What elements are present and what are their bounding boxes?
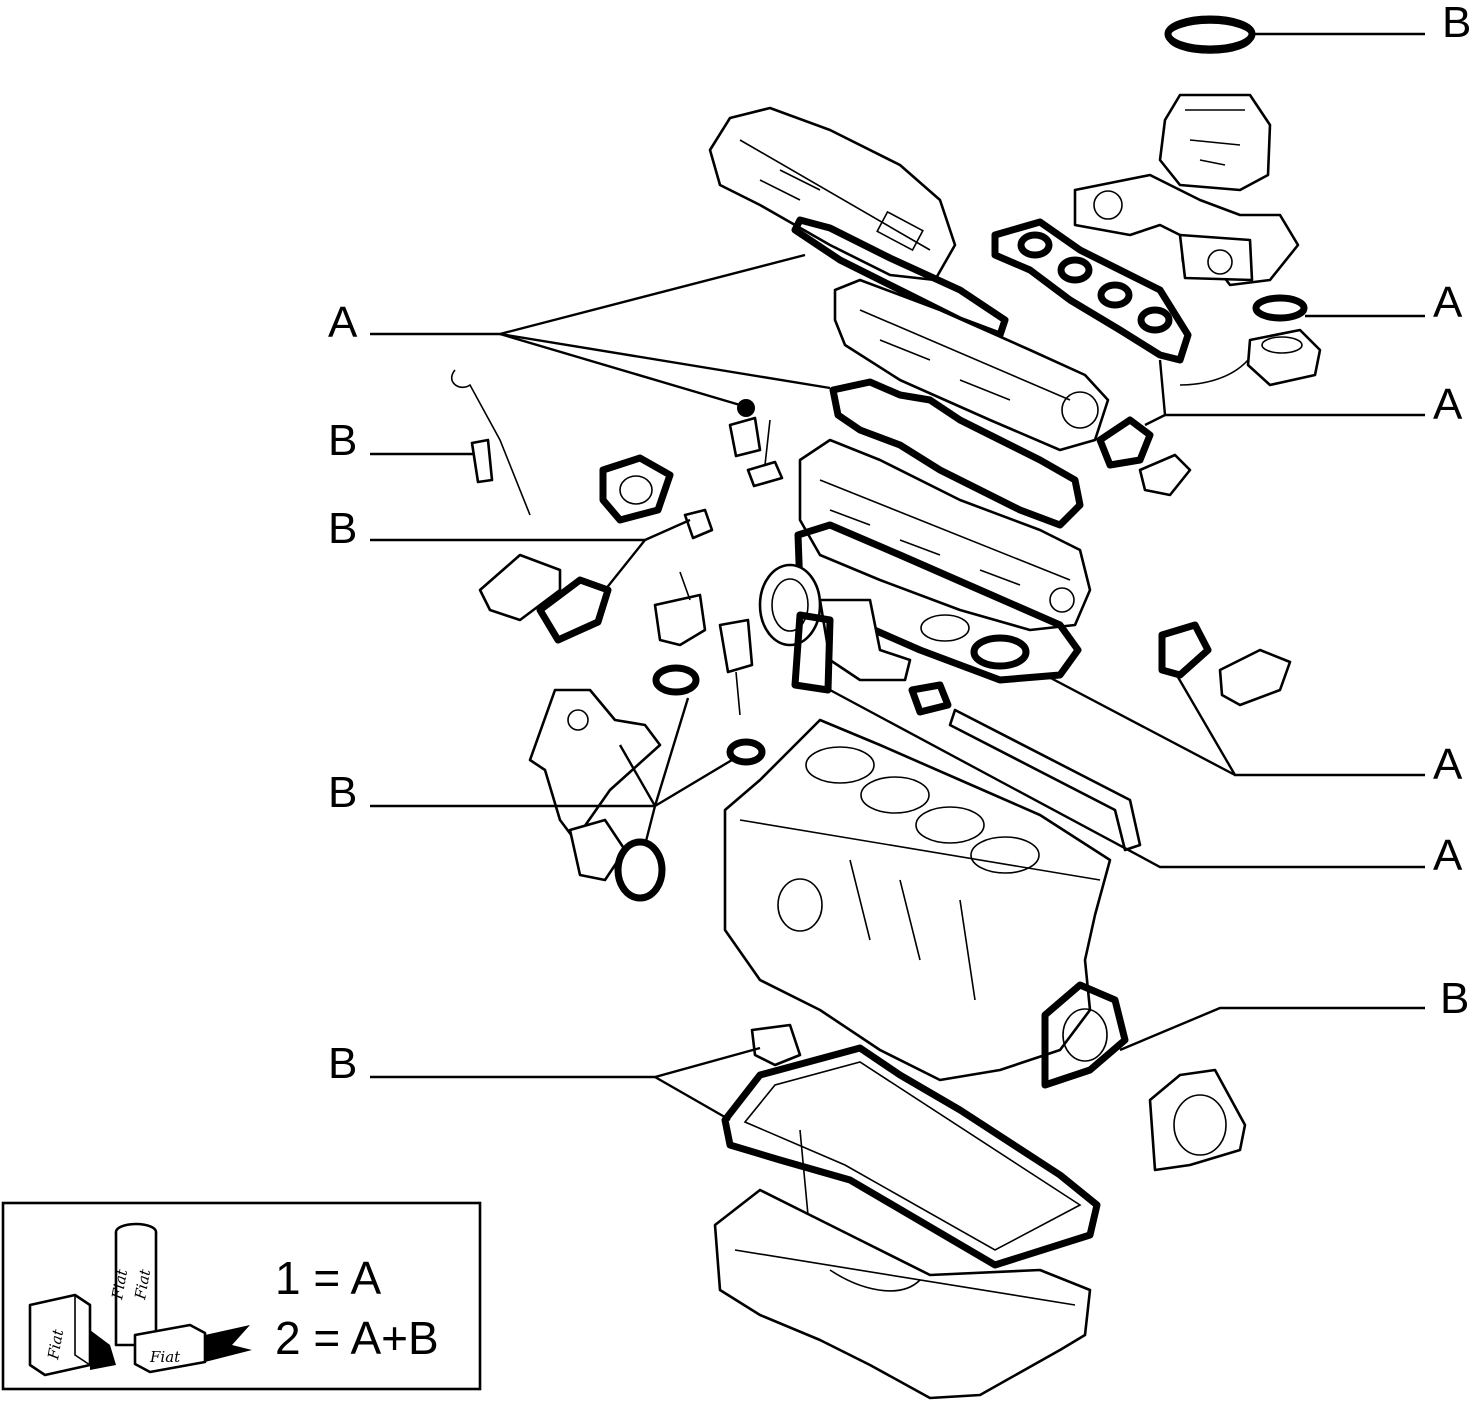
valve <box>746 419 784 488</box>
brand-label-front-box: Fiat <box>149 1348 181 1366</box>
fiat-product-pack-icon: Fiat Fiat Fiat Fiat <box>28 1222 252 1377</box>
top-seal-ring <box>1164 15 1256 54</box>
temperature-sensor <box>718 618 754 716</box>
callout-exhaust-a: A <box>1433 380 1463 429</box>
brand-label-can: Fiat <box>131 1267 154 1302</box>
brand-label-can-top: Fiat <box>108 1267 131 1302</box>
valve-cover <box>708 106 957 282</box>
callout-valve-cover-a: A <box>328 298 358 347</box>
cylinder-head <box>798 438 1092 632</box>
legend-box: Fiat Fiat Fiat Fiat 1 = A 2 = A+B <box>1 1201 482 1391</box>
oil-dipstick <box>450 369 531 516</box>
callout-rear-seal-b: B <box>1440 974 1469 1023</box>
water-pump-pulley <box>758 563 912 682</box>
callout-cover-plate-b: B <box>328 504 357 553</box>
small-plug <box>683 508 714 540</box>
cover-plate-gasket <box>599 454 674 524</box>
intake-throttle-housing <box>1073 93 1300 287</box>
seal-ring-lower <box>726 738 766 766</box>
callout-top-right-b: B <box>1442 0 1471 47</box>
callout-oil-pan-b: B <box>328 1039 357 1088</box>
side-cover-gasket <box>1158 621 1212 679</box>
oil-pan <box>713 1129 1092 1400</box>
callout-pump-b: B <box>328 768 357 817</box>
leader-lines <box>370 32 1425 1122</box>
rear-seal-housing <box>1148 1068 1247 1172</box>
oil-pump-pickup-bracket <box>750 1023 802 1067</box>
valve-cover-gasket <box>791 216 1009 339</box>
timing-cover-bracket <box>528 688 662 842</box>
callout-dipstick-b: B <box>328 416 357 465</box>
callout-side-gasket-a: A <box>1433 740 1463 789</box>
camshaft-housing <box>833 278 1110 452</box>
callout-manifold-a: A <box>1433 278 1463 327</box>
exhaust-manifold-gasket <box>991 218 1192 364</box>
seal-ring-upper <box>652 664 700 696</box>
legend-line-2: 2 = A+B <box>275 1312 439 1364</box>
sensor-seal-and-housing <box>1179 294 1322 387</box>
rear-main-seal-gasket <box>1041 981 1129 1089</box>
oil-pump-seal <box>614 838 666 902</box>
thermostat-housing <box>653 571 707 647</box>
water-pipe <box>908 681 1142 852</box>
water-pump-gasket <box>791 611 834 694</box>
brand-label-left-box: Fiat <box>44 1327 67 1362</box>
coolant-outlet <box>1218 648 1292 707</box>
cylinder-head-cover-gasket <box>829 378 1084 529</box>
valve-stem-seal <box>728 399 762 458</box>
cover-plate-seal <box>536 576 612 644</box>
callout-head-gasket-a: A <box>1433 831 1463 880</box>
exhaust-flange-gasket <box>1096 416 1192 497</box>
legend-line-1: 1 = A <box>275 1252 381 1304</box>
cover-plate <box>478 553 562 622</box>
oil-pan-gasket <box>721 1044 1101 1269</box>
